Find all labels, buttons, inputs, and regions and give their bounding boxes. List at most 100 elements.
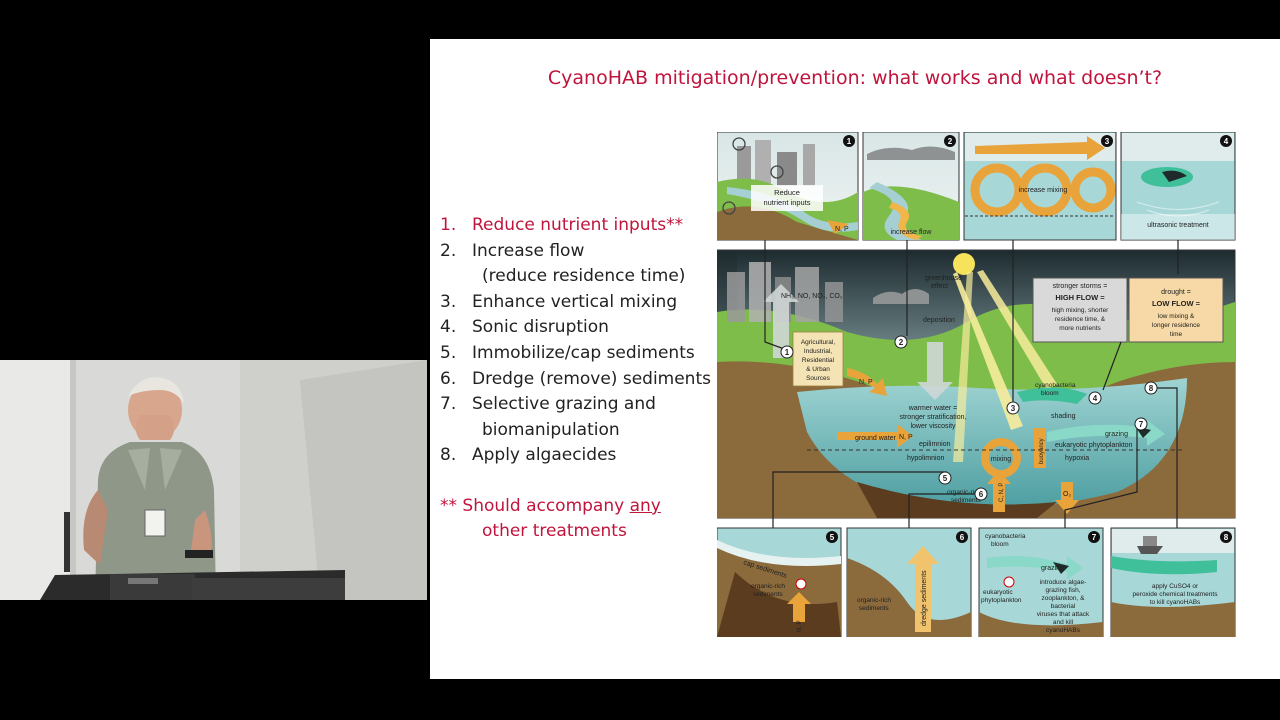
sources-label: Industrial,	[804, 348, 832, 355]
buoyancy-label: buoyancy	[1039, 438, 1045, 464]
sources-label: & Urban	[806, 366, 830, 373]
svg-text:1: 1	[785, 348, 790, 357]
eukaryotic-label: phytoplankton	[981, 597, 1022, 604]
cyano-bloom-label: cyanobacteria	[1035, 382, 1076, 389]
svg-text:8: 8	[1149, 384, 1154, 393]
list-item: 8.Apply algaecides	[440, 445, 617, 466]
marker-5: 5	[938, 471, 952, 485]
marker-7: 7	[1134, 417, 1148, 431]
svg-text:8: 8	[1224, 533, 1229, 542]
list-item: 7.Selective grazing and	[440, 394, 656, 415]
oxygen-label: O₂	[1063, 491, 1071, 498]
svg-text:3: 3	[1011, 404, 1016, 413]
footnote: ** Should accompany any other treatments	[440, 496, 661, 541]
marker-3: 3	[1006, 401, 1020, 415]
panel-3: increase mixing	[963, 132, 1117, 241]
marker-4: 4	[1088, 391, 1102, 405]
warmer-water-label: warmer water =	[908, 405, 957, 412]
panel-number-badge: 7	[1088, 531, 1100, 543]
panel-8-label: to kill cyanoHABs	[1150, 599, 1201, 606]
svg-text:4: 4	[1224, 137, 1229, 146]
mitigation-list: 1.Reduce nutrient inputs** 2.Increase fl…	[440, 213, 730, 469]
drought-label: time	[1170, 331, 1183, 338]
list-item: 4.Sonic disruption	[440, 317, 609, 338]
panel-4: ultrasonic treatment	[1120, 132, 1236, 241]
main-scene: NH₃, NO, NO₂, CO₂ greenhouse effect depo…	[717, 240, 1236, 530]
blocked-icon	[795, 578, 807, 590]
sources-label: Residential	[802, 357, 835, 364]
hypoxia-label: hypoxia	[1065, 455, 1089, 462]
organic-sediment-label: organic-rich	[751, 583, 785, 590]
panel-7-label: introduce algae-	[1040, 579, 1087, 586]
panel-2-label: increase flow	[891, 229, 933, 236]
cyano-bloom-label: bloom	[1041, 390, 1059, 397]
marker-2: 2	[894, 335, 908, 349]
prohibited-icon	[770, 165, 784, 179]
cyano-bloom-label: cyanobacteria	[985, 533, 1026, 540]
panel-7-label: grazing fish,	[1045, 587, 1080, 594]
shading-label: shading	[1051, 413, 1076, 420]
panel-7-label: cyanoHABs	[1046, 627, 1081, 634]
panel-7-label: zooplankton, &	[1041, 595, 1085, 602]
svg-text:7: 7	[1139, 420, 1144, 429]
nutrient-label: N, P	[835, 226, 849, 233]
panel-1-label: Reduce	[774, 188, 800, 197]
panel-number-badge: 4	[1220, 135, 1232, 147]
slide: CyanoHAB mitigation/prevention: what wor…	[430, 39, 1280, 679]
eukaryotic-label: eukaryotic phytoplankton	[1055, 442, 1133, 449]
panel-number-badge: 5	[826, 531, 838, 543]
greenhouse-label: greenhouse	[925, 275, 962, 282]
panel-1-label: nutrient inputs	[763, 198, 810, 207]
mixing-label: mixing	[991, 456, 1011, 463]
list-item: 3.Enhance vertical mixing	[440, 291, 678, 312]
drought-label: drought =	[1161, 289, 1191, 296]
prohibited-icon	[732, 137, 746, 151]
organic-sediment-label: sediments	[951, 497, 981, 504]
storm-label: high mixing, shorter	[1052, 307, 1110, 314]
panel-number-badge: 2	[944, 135, 956, 147]
storm-label: HIGH FLOW =	[1055, 293, 1105, 302]
warmer-water-label: lower viscosity	[910, 423, 956, 430]
blocked-icon	[1003, 576, 1015, 588]
panel-2: increase flow	[862, 132, 960, 241]
cnp-label: C, N, P	[999, 483, 1005, 502]
slide-title: CyanoHAB mitigation/prevention: what wor…	[547, 67, 1163, 89]
panel-4-label: ultrasonic treatment	[1147, 222, 1209, 229]
groundwater-label: ground water	[855, 435, 897, 442]
svg-text:7: 7	[1092, 533, 1097, 542]
panel-8: apply CuSO4 or peroxide chemical treatme…	[1110, 527, 1236, 637]
svg-text:2: 2	[948, 137, 953, 146]
svg-text:2: 2	[899, 338, 904, 347]
panel-number-badge: 6	[956, 531, 968, 543]
nutrient-label: N, P	[797, 620, 803, 632]
grazing-label: grazing	[1105, 431, 1128, 438]
svg-text:6: 6	[979, 490, 984, 499]
svg-text:1: 1	[847, 137, 852, 146]
grazing-label: grazing	[1041, 565, 1064, 572]
list-item: 1.Reduce nutrient inputs**	[440, 215, 684, 235]
panel-7-label: and kill	[1053, 619, 1074, 626]
svg-text:3: 3	[1105, 137, 1110, 146]
organic-sediment-label: organic-rich	[857, 597, 891, 604]
warmer-water-label: stronger stratification,	[900, 414, 967, 421]
hypolimnion-label: hypolimnion	[907, 455, 944, 462]
svg-text:6: 6	[960, 533, 965, 542]
svg-text:5: 5	[830, 533, 835, 542]
panel-number-badge: 8	[1220, 531, 1232, 543]
mitigation-diagram: Reduce nutrient inputs N, P increase flo…	[717, 132, 1236, 637]
deposition-label: deposition	[923, 317, 955, 324]
panel-number-badge: 3	[1101, 135, 1113, 147]
panel-6: organic-rich sediments dredge sediments	[846, 527, 972, 637]
presenter-video-frame	[0, 360, 427, 600]
storm-label: residence time, &	[1055, 316, 1106, 323]
organic-sediment-label: sediments	[859, 605, 889, 612]
panel-1: Reduce nutrient inputs N, P	[717, 132, 859, 241]
panel-7-label: viruses that attack	[1037, 611, 1090, 618]
panel-7: cyanobacteria bloom grazing eukaryotic p…	[978, 527, 1104, 637]
drought-label: LOW FLOW =	[1152, 299, 1201, 308]
organic-sediment-label: sediments	[753, 591, 783, 598]
svg-text:5: 5	[943, 474, 948, 483]
presenter-video	[0, 360, 427, 600]
panel-number-badge: 1	[843, 135, 855, 147]
cyano-bloom-label: bloom	[991, 541, 1009, 548]
